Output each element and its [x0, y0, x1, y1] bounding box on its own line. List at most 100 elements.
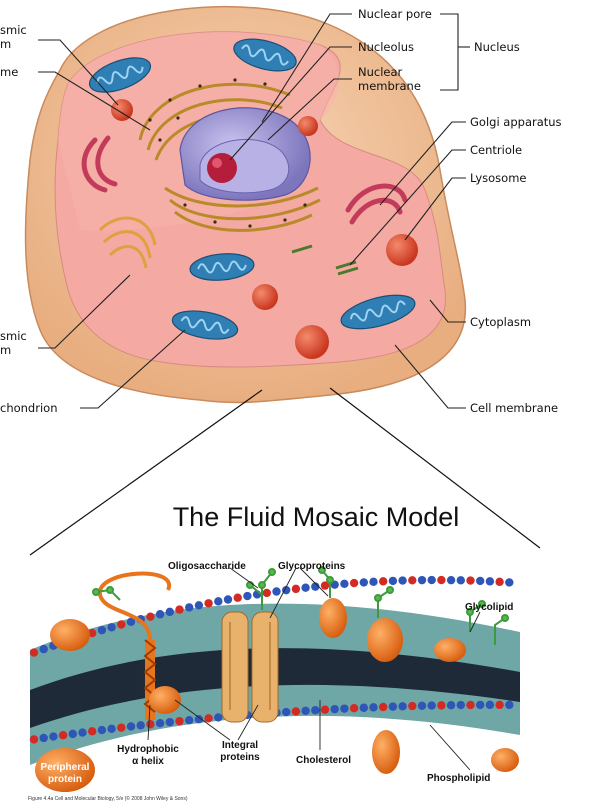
label-golgi-apparatus: Golgi apparatus: [470, 115, 562, 129]
label-cell-membrane: Cell membrane: [470, 401, 558, 415]
phospholipid-head: [398, 702, 406, 710]
phospholipid-head: [369, 703, 377, 711]
phospholipid-head: [301, 707, 309, 715]
phospholipid-head: [69, 730, 77, 738]
phospholipid-head: [107, 623, 115, 631]
phospholipid-head: [272, 587, 280, 595]
phospholipid-head: [156, 719, 164, 727]
phospholipid-head: [350, 579, 358, 587]
diagram-title: The Fluid Mosaic Model: [173, 502, 460, 532]
phospholipid-head: [408, 702, 416, 710]
phospholipid-head: [292, 707, 300, 715]
phospholipid-head: [495, 701, 503, 709]
phospholipid-head: [398, 576, 406, 584]
phospholipid-head: [466, 701, 474, 709]
phospholipid-head: [350, 704, 358, 712]
phospholipid-head: [166, 718, 174, 726]
phospholipid-head: [408, 576, 416, 584]
label-centriole: Centriole: [470, 143, 522, 157]
phospholipid-head: [495, 578, 503, 586]
fluid-mosaic-membrane: Oligosaccharide Glycoproteins Glycolipid…: [22, 556, 538, 802]
phospholipid-head: [185, 716, 193, 724]
phospholipid-head: [418, 702, 426, 710]
phospholipid-head: [301, 584, 309, 592]
phospholipid-head: [466, 576, 474, 584]
phospholipid-head: [389, 577, 397, 585]
phospholipid-head: [311, 706, 319, 714]
phospholipid-head: [78, 728, 86, 736]
phospholipid-head: [117, 620, 125, 628]
phospholipid-head: [340, 704, 348, 712]
label-oligosaccharide: Oligosaccharide: [168, 561, 246, 572]
label-cytoplasm: Cytoplasm: [470, 315, 531, 329]
phospholipid-head: [447, 701, 455, 709]
phospholipid-head: [127, 722, 135, 730]
phospholipid-head: [30, 735, 38, 743]
phospholipid-head: [263, 589, 271, 597]
phospholipid-head: [204, 714, 212, 722]
phospholipid-head: [360, 578, 368, 586]
phospholipid-head: [156, 610, 164, 618]
label-nuclear-membrane: Nuclearmembrane: [358, 65, 421, 93]
label-nucleus: Nucleus: [474, 40, 520, 54]
phospholipid-head: [195, 601, 203, 609]
phospholipid-head: [418, 576, 426, 584]
phospholipid-head: [214, 713, 222, 721]
phospholipid-head: [379, 703, 387, 711]
phospholipid-head: [107, 725, 115, 733]
phospholipid-head: [146, 720, 154, 728]
figure-credit: Figure 4.4a Cell and Molecular Biology, …: [28, 795, 188, 802]
phospholipid-head: [40, 645, 48, 653]
phospholipid-head: [117, 723, 125, 731]
phospholipid-head: [234, 594, 242, 602]
label-glycolipid: Glycolipid: [465, 602, 513, 613]
phospholipid-head: [98, 726, 106, 734]
phospholipid-head: [49, 732, 57, 740]
phospholipid-head: [476, 701, 484, 709]
phospholipid-head: [30, 648, 38, 656]
label-nucleolus: Nucleolus: [358, 40, 414, 54]
phospholipid-head: [98, 626, 106, 634]
phospholipid-head: [282, 708, 290, 716]
phospholipid-head: [146, 612, 154, 620]
label-er-top: smicm: [0, 23, 27, 51]
phospholipid-head: [59, 731, 67, 739]
phospholipid-head: [505, 578, 513, 586]
phospholipid-head: [428, 701, 436, 709]
phospholipid-head: [340, 580, 348, 588]
phospholipid-head: [486, 577, 494, 585]
label-mitochondrion: chondrion: [0, 401, 57, 415]
label-integral-proteins: Integralproteins: [220, 740, 260, 763]
phospholipid-head: [389, 702, 397, 710]
phospholipid-head: [204, 599, 212, 607]
phospholipid-head: [369, 578, 377, 586]
phospholipid-head: [447, 576, 455, 584]
phospholipid-head: [224, 595, 232, 603]
phospholipid-head: [185, 603, 193, 611]
phospholipid-head: [214, 597, 222, 605]
phospholipid-head: [379, 577, 387, 585]
phospholipid-head: [486, 701, 494, 709]
nucleus: [180, 108, 310, 200]
label-nuclear-pore: Nuclear pore: [358, 7, 432, 21]
phospholipid-head: [457, 576, 465, 584]
phospholipid-head: [360, 704, 368, 712]
label-glycoproteins: Glycoproteins: [278, 561, 346, 572]
phospholipid-head: [40, 734, 48, 742]
phospholipid-head: [505, 701, 513, 709]
phospholipid-head: [457, 701, 465, 709]
phospholipid-head: [243, 592, 251, 600]
phospholipid-head: [437, 701, 445, 709]
phospholipid-head: [292, 585, 300, 593]
label-er-bottom: smicm: [0, 329, 27, 357]
label-cholesterol: Cholesterol: [296, 755, 351, 766]
phospholipid-head: [331, 705, 339, 713]
phospholipid-head: [321, 705, 329, 713]
label-lysosome: Lysosome: [470, 171, 527, 185]
phospholipid-head: [428, 576, 436, 584]
phospholipid-head: [175, 717, 183, 725]
phospholipid-head: [175, 605, 183, 613]
label-ribosome: me: [0, 65, 18, 79]
phospholipid-head: [137, 721, 145, 729]
